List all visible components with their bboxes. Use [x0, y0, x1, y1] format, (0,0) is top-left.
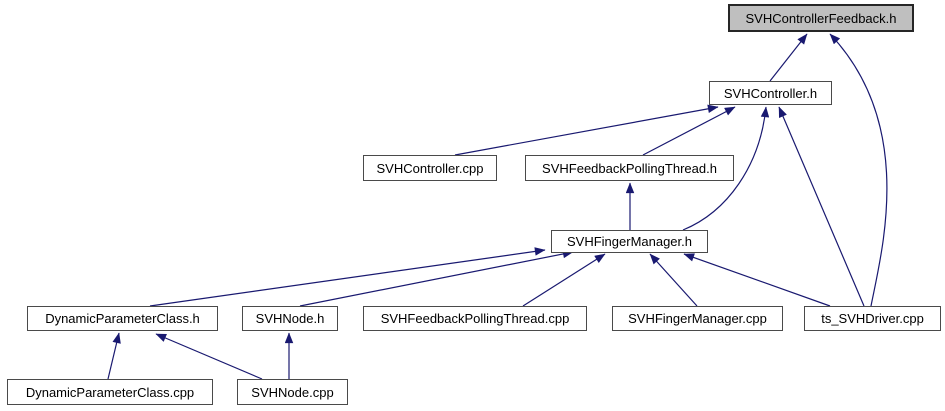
node-dynamicparameterclass-h[interactable]: DynamicParameterClass.h: [27, 306, 218, 331]
node-svhcontroller-cpp[interactable]: SVHController.cpp: [363, 155, 497, 181]
node-svhnode-cpp[interactable]: SVHNode.cpp: [237, 379, 348, 405]
node-dynamicparameterclass-cpp[interactable]: DynamicParameterClass.cpp: [7, 379, 213, 405]
node-label: SVHControllerFeedback.h: [745, 10, 897, 26]
node-label: SVHController.h: [723, 85, 818, 101]
edge-ts-svhdriver-cpp-to-svhcontroller-h: [778, 106, 865, 307]
edge-ts-svhdriver-cpp-to-svhcontrollerfeedback-h: [829, 33, 888, 307]
node-svhcontrollerfeedback-h: SVHControllerFeedback.h: [728, 4, 914, 32]
edge-svhnode-h-to-svhfingermanager-h: [299, 249, 574, 307]
edge-svhfeedbackpollingthread-h-to-svhcontroller-h: [642, 106, 736, 156]
node-label: SVHFingerManager.h: [566, 234, 692, 249]
node-svhfeedbackpollingthread-h[interactable]: SVHFeedbackPollingThread.h: [525, 155, 734, 181]
node-svhnode-h[interactable]: SVHNode.h: [242, 306, 338, 331]
node-svhfingermanager-h[interactable]: SVHFingerManager.h: [551, 230, 708, 253]
edge-ts-svhdriver-cpp-to-svhfingermanager-h: [683, 253, 831, 307]
edge-svhfingermanager-h-to-svhcontroller-h: [682, 106, 770, 231]
node-svhfingermanager-cpp[interactable]: SVHFingerManager.cpp: [612, 306, 783, 331]
node-label: ts_SVHDriver.cpp: [821, 311, 924, 326]
edge-svhfeedbackpollingthread-cpp-to-svhfingermanager-h: [522, 253, 606, 307]
edge-svhnode-cpp-to-dynamicparameterclass-h: [155, 333, 263, 380]
node-label: SVHController.cpp: [376, 160, 484, 176]
node-label: SVHNode.h: [255, 311, 325, 326]
node-label: DynamicParameterClass.cpp: [25, 384, 195, 400]
edge-svhcontroller-h-to-svhcontrollerfeedback-h: [769, 33, 808, 82]
edge-svhcontroller-cpp-to-svhcontroller-h: [454, 104, 719, 156]
node-svhcontroller-h[interactable]: SVHController.h: [709, 81, 832, 105]
node-label: SVHFeedbackPollingThread.h: [542, 160, 717, 176]
node-svhfeedbackpollingthread-cpp[interactable]: SVHFeedbackPollingThread.cpp: [363, 306, 587, 331]
edge-dynamicparameterclass-cpp-to-dynamicparameterclass-h: [107, 332, 121, 380]
node-label: SVHNode.cpp: [251, 384, 334, 400]
node-label: SVHFeedbackPollingThread.cpp: [380, 311, 570, 326]
edge-dynamicparameterclass-h-to-svhfingermanager-h: [149, 247, 546, 307]
edge-svhfingermanager-cpp-to-svhfingermanager-h: [649, 253, 698, 307]
node-ts-svhdriver-cpp[interactable]: ts_SVHDriver.cpp: [804, 306, 941, 331]
node-label: SVHFingerManager.cpp: [628, 311, 767, 326]
node-label: DynamicParameterClass.h: [45, 311, 200, 326]
